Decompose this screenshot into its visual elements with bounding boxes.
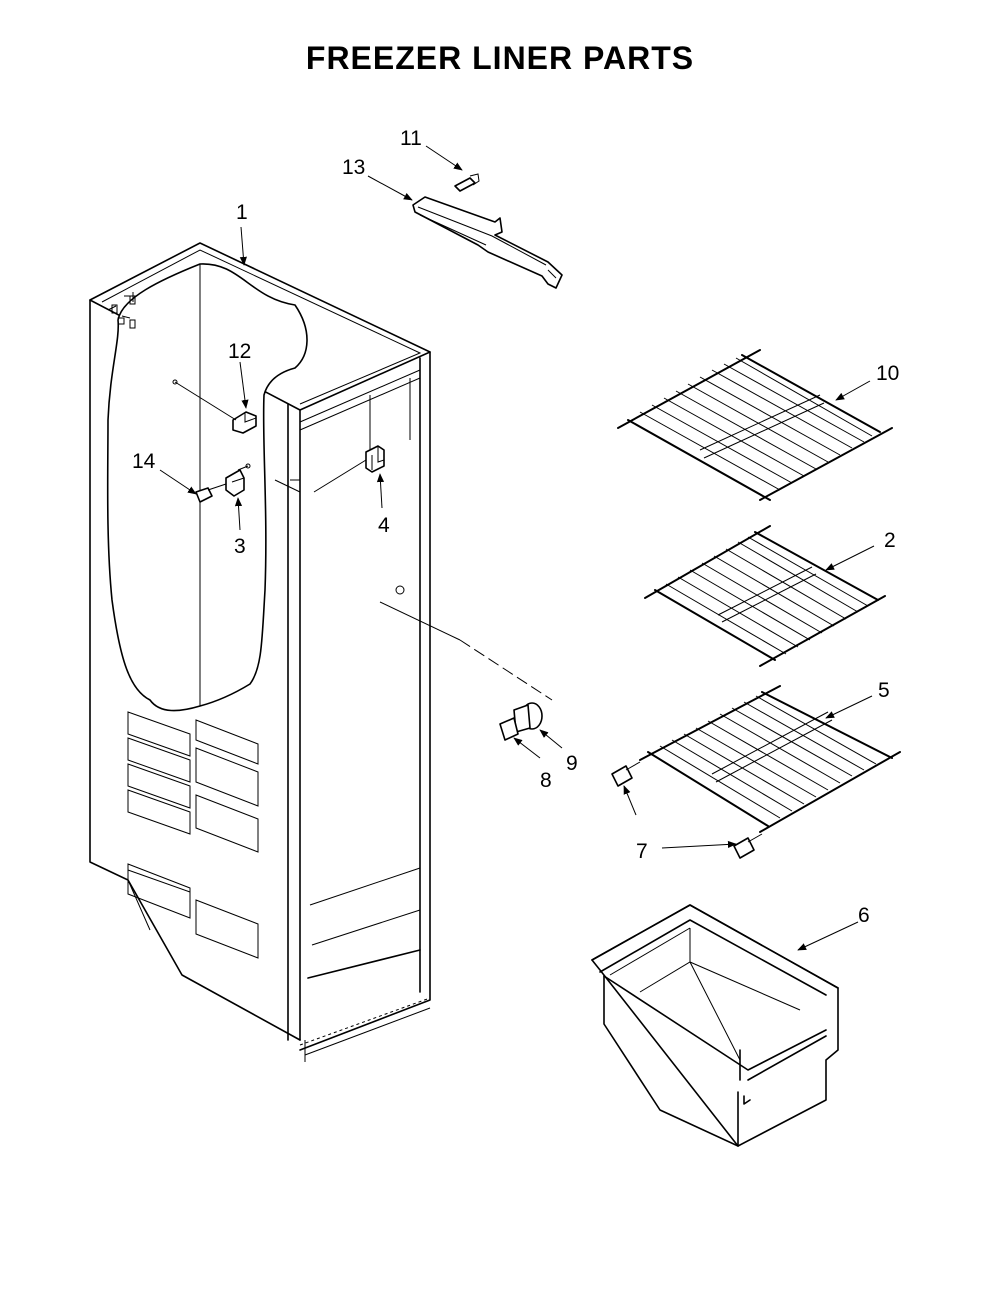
callout-2: 2 — [884, 529, 896, 552]
callout-13: 13 — [342, 156, 365, 179]
leader-lines — [159, 145, 875, 951]
callout-6: 6 — [858, 904, 870, 927]
callout-3: 3 — [234, 535, 246, 558]
fastener-8-9-drawing — [379, 585, 553, 741]
callout-9: 9 — [566, 752, 578, 775]
callout-7: 7 — [636, 840, 648, 863]
top-rail-drawing — [412, 173, 563, 289]
callout-14: 14 — [132, 450, 156, 473]
bin-6-drawing — [591, 904, 839, 1147]
callout-4: 4 — [378, 514, 390, 537]
callout-5: 5 — [878, 679, 890, 702]
callout-12: 12 — [228, 340, 251, 363]
callout-10: 10 — [876, 362, 899, 385]
bracket-3-drawing — [195, 463, 251, 503]
clip-12-drawing — [172, 379, 257, 434]
callout-11: 11 — [400, 127, 422, 150]
clip-4-drawing — [313, 445, 385, 493]
shelf-10-drawing — [617, 349, 893, 501]
page-title: FREEZER LINER PARTS — [305, 40, 695, 76]
shelf-5-drawing — [611, 685, 901, 859]
freezer-liner-drawing — [89, 242, 431, 1062]
callout-8: 8 — [540, 769, 552, 792]
callout-1: 1 — [236, 201, 248, 224]
callout-labels: 1 11 13 12 14 3 4 10 2 5 7 6 9 8 — [132, 127, 899, 927]
shelf-2-drawing — [644, 525, 886, 667]
